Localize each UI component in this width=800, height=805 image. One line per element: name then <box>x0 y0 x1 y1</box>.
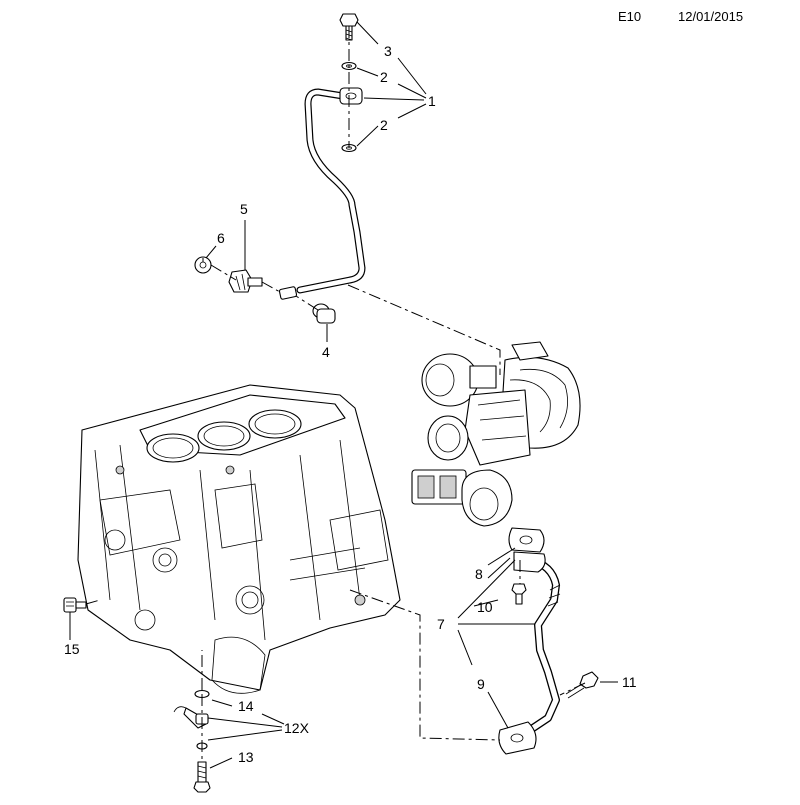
callout-6: 6 <box>217 230 225 246</box>
callout-8: 8 <box>475 566 483 582</box>
oil-feed-pipe <box>278 87 366 300</box>
callout-13: 13 <box>238 749 254 765</box>
callout-5: 5 <box>240 201 248 217</box>
assembly-lines <box>85 26 586 762</box>
sensor-15 <box>63 597 87 613</box>
gasket-lower <box>498 721 537 755</box>
callout-2-upper: 2 <box>380 69 388 85</box>
union-adapter <box>228 269 263 293</box>
turbocharger <box>411 341 581 527</box>
bolt-11 <box>565 671 599 699</box>
callout-7: 7 <box>437 616 445 632</box>
bolt-10 <box>511 583 527 605</box>
callout-1: 1 <box>428 93 436 109</box>
diagram-date: 12/01/2015 <box>678 9 744 24</box>
callout-11: 11 <box>622 674 637 690</box>
callout-9: 9 <box>477 676 485 692</box>
callout-3: 3 <box>384 43 392 59</box>
gasket-upper <box>508 527 545 553</box>
callout-12x: 12X <box>284 720 310 736</box>
callout-labels: 3 2 1 2 5 6 4 8 10 7 9 11 15 14 12X 13 <box>64 43 637 765</box>
callout-2-lower: 2 <box>380 117 388 133</box>
bolt-13 <box>193 761 211 793</box>
diagram-code: E10 <box>618 9 642 24</box>
protective-cap <box>312 303 336 324</box>
engine-block <box>77 384 401 694</box>
banjo-fitting <box>339 87 363 105</box>
piston-cooling-nozzle <box>173 706 209 729</box>
leader-lines <box>69 21 618 769</box>
callout-4: 4 <box>322 344 330 360</box>
callout-14: 14 <box>238 698 254 714</box>
callout-15: 15 <box>64 641 80 657</box>
callout-10: 10 <box>477 599 493 615</box>
oil-return-pipe <box>498 527 561 755</box>
